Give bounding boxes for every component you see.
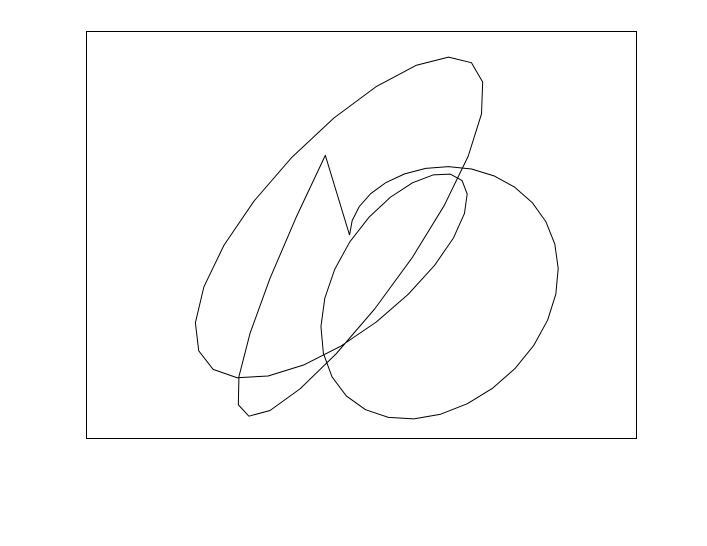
plot-area-frame (86, 31, 637, 439)
series-layer (194, 56, 559, 420)
series-line-1 (194, 56, 559, 420)
